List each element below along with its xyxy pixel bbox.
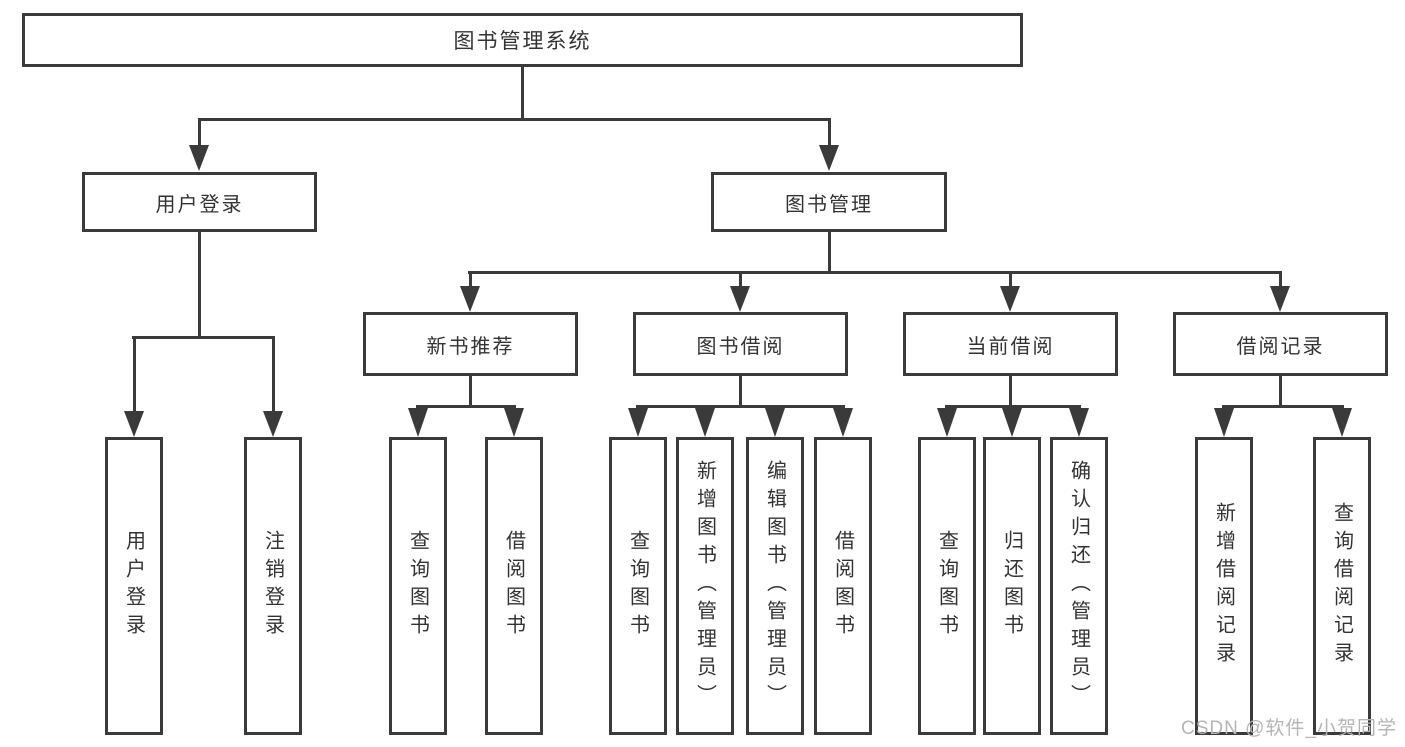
connector-book-mgmt-stem: [828, 232, 831, 273]
connector-drop-book-management: [828, 121, 831, 147]
connector-borrow-branch: [636, 405, 845, 408]
arrow-down-icon: [460, 286, 480, 312]
connector-drop-l3: [739, 274, 742, 287]
leaf-query-books-current: 查询图书: [918, 437, 976, 735]
node-current-borrow: 当前借阅: [903, 312, 1118, 376]
connector-root-branch: [198, 118, 831, 121]
arrow-down-icon: [1270, 286, 1290, 312]
connector-records-branch: [1222, 405, 1344, 408]
arrow-down-icon: [189, 145, 209, 171]
leaf-add-books-admin: 新增图书（管理员）: [676, 437, 734, 735]
leaf-add-borrow-record: 新增借阅记录: [1195, 437, 1253, 735]
leaf-logout: 注销登录: [244, 437, 302, 735]
leaf-borrow-books: 借阅图书: [814, 437, 872, 735]
connector-user-login-branch: [132, 336, 275, 339]
arrow-down-icon: [833, 408, 853, 437]
node-book-management: 图书管理: [711, 172, 947, 232]
connector-recommend-branch: [416, 405, 516, 408]
leaf-query-borrow-record: 查询借阅记录: [1313, 437, 1371, 735]
arrow-down-icon: [1000, 286, 1020, 312]
arrow-down-icon: [1069, 408, 1089, 437]
arrow-down-icon: [730, 286, 750, 312]
connector-current-branch: [945, 405, 1081, 408]
arrow-down-icon: [765, 408, 785, 437]
arrow-down-icon: [1002, 408, 1022, 437]
arrow-down-icon: [504, 408, 524, 437]
connector-current-stem: [1009, 376, 1012, 405]
watermark: CSDN @软件_小贺同学: [1181, 718, 1397, 739]
arrow-down-icon: [1332, 408, 1352, 437]
connector-borrow-stem: [739, 376, 742, 405]
leaf-user-login: 用户登录: [105, 437, 163, 735]
arrow-down-icon: [819, 145, 839, 171]
connector-drop-leaf: [272, 339, 275, 411]
leaf-query-books-recommend: 查询图书: [389, 437, 447, 735]
connector-drop-l3: [469, 274, 472, 287]
node-borrow-records: 借阅记录: [1173, 312, 1388, 376]
connector-drop-leaf: [133, 339, 136, 411]
leaf-return-books: 归还图书: [983, 437, 1041, 735]
arrow-down-icon: [628, 408, 648, 437]
leaf-edit-books-admin: 编辑图书（管理员）: [746, 437, 804, 735]
node-user-login: 用户登录: [82, 172, 317, 232]
arrow-down-icon: [408, 408, 428, 437]
connector-drop-user-login: [198, 121, 201, 147]
arrow-down-icon: [124, 411, 144, 437]
arrow-down-icon: [937, 408, 957, 437]
connector-drop-l3: [1009, 274, 1012, 287]
node-root: 图书管理系统: [22, 13, 1023, 67]
leaf-borrow-books-recommend: 借阅图书: [485, 437, 543, 735]
connector-user-login-stem: [198, 232, 201, 336]
connector-recommend-stem: [469, 376, 472, 405]
connector-drop-l3: [1279, 274, 1282, 287]
arrow-down-icon: [695, 408, 715, 437]
arrow-down-icon: [1214, 408, 1234, 437]
arrow-down-icon: [263, 411, 283, 437]
leaf-confirm-return-admin: 确认归还（管理员）: [1050, 437, 1108, 735]
connector-book-mgmt-branch: [468, 271, 1282, 274]
connector-root-stem: [521, 67, 524, 121]
node-book-borrow: 图书借阅: [633, 312, 848, 376]
node-new-book-recommend: 新书推荐: [363, 312, 578, 376]
leaf-query-books-borrow: 查询图书: [609, 437, 667, 735]
connector-records-stem: [1279, 376, 1282, 405]
